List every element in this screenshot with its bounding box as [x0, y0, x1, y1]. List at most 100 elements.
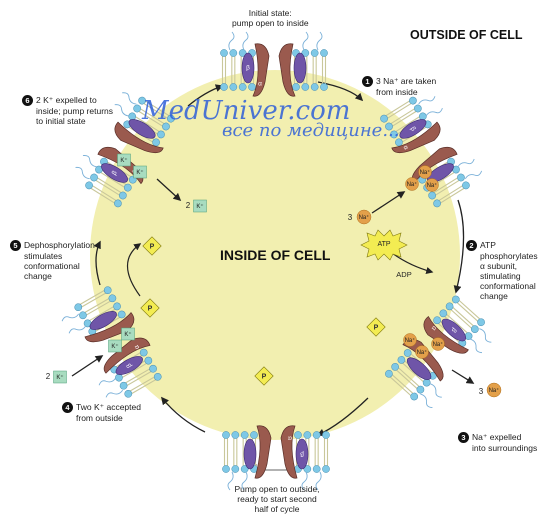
lipid-tail	[446, 313, 468, 334]
atp-burst	[360, 229, 408, 261]
cell-cytoplasm	[90, 70, 460, 440]
na-ion-out-1: Na⁺	[403, 333, 417, 347]
glycocalyx-strand	[122, 92, 137, 105]
k-ion-square	[53, 370, 67, 384]
beta-subunit	[293, 52, 307, 84]
beta-subunit	[115, 356, 143, 375]
step-4-line-2: from outside	[76, 413, 123, 423]
na-ion-circle	[356, 209, 372, 225]
k-ion-incoming: K⁺	[53, 370, 67, 384]
na-ion-label: Na⁺	[489, 387, 500, 394]
k-ion-square	[133, 165, 147, 179]
phosphate-diamond	[140, 298, 160, 318]
glycocalyx-strand	[429, 383, 442, 398]
step-1-line-1: 3 Na⁺ are taken	[376, 76, 437, 86]
step-5-line-4: change	[24, 271, 52, 281]
k-ion-label: K⁺	[56, 374, 63, 381]
lipid-tail	[385, 100, 410, 117]
lipid-tail	[135, 116, 160, 133]
alpha-subunit-left	[252, 43, 270, 97]
na-ion-bound-1: Na⁺	[405, 177, 419, 191]
glycocalyx-strand	[75, 166, 90, 180]
phosphate-label: P	[150, 243, 155, 250]
k-ion-label: K⁺	[196, 203, 203, 210]
lipid-tail	[387, 102, 412, 119]
lipid-tail	[440, 187, 465, 204]
alpha-subunit-left	[423, 315, 469, 354]
lipid-tail	[131, 379, 157, 395]
watermark-tagline: все по медицине...	[222, 120, 400, 141]
lipid-head	[470, 325, 479, 334]
lipid-head	[238, 83, 247, 91]
lipid-tail	[122, 362, 147, 378]
phosphate-diamond	[254, 366, 274, 386]
lipid-tail	[90, 187, 115, 204]
lipid-head	[385, 122, 393, 131]
lipid-head	[320, 83, 328, 91]
glycocalyx-strand	[61, 313, 80, 322]
step-6-line-3: to initial state	[36, 116, 86, 126]
lipid-head	[83, 319, 92, 328]
bottom-caption: Pump open to outside, ready to start sec…	[222, 484, 332, 514]
lipid-head	[428, 191, 436, 200]
lipid-head	[303, 465, 312, 473]
atp-to-adp-arrow	[391, 252, 434, 274]
k-ion-bound-2: K⁺	[108, 339, 122, 353]
lipid-head	[124, 389, 133, 398]
alpha-label: α	[133, 343, 141, 350]
glycocalyx-strand	[242, 31, 249, 51]
step-5-line-3: conformational	[24, 261, 80, 271]
lipid-tail	[438, 185, 463, 202]
na-ion-circle	[415, 345, 429, 359]
lipid-tail	[79, 289, 105, 305]
lipid-head	[95, 165, 103, 174]
na-ion-label: Na⁺	[427, 182, 438, 189]
glycocalyx-strand	[420, 393, 433, 409]
k-ion-bound-4: K⁺	[133, 165, 147, 179]
k-ion-label: K⁺	[120, 157, 127, 164]
lipid-head	[229, 83, 238, 91]
lipid-head	[312, 431, 321, 439]
na-ion-circle	[486, 382, 502, 398]
cycle-arrow-bottom-right	[316, 397, 369, 436]
alpha-subunit-left	[280, 425, 298, 479]
lipid-head	[144, 356, 153, 365]
lipid-head	[303, 431, 312, 439]
lipid-head	[103, 286, 112, 295]
lipid-tail	[81, 292, 107, 308]
lipid-head	[79, 311, 87, 320]
beta-label: β	[125, 362, 133, 369]
glycocalyx-strand	[457, 158, 475, 168]
lipid-tail	[390, 108, 415, 125]
lipid-head	[240, 431, 249, 439]
lipid-tail	[138, 110, 163, 127]
lipid-head	[167, 114, 175, 123]
lipid-tail	[435, 179, 460, 196]
k-ion-bound-3: K⁺	[117, 153, 131, 167]
cycle-arrow-top-right	[317, 81, 364, 102]
alpha-subunit-right	[254, 425, 272, 479]
beta-subunit	[128, 119, 156, 139]
phosphate-step-5: P	[142, 236, 162, 256]
na-ion-label: Na⁺	[417, 349, 428, 356]
lipid-head	[138, 96, 146, 105]
lipid-head	[220, 83, 228, 91]
na-ion-bound-2: Na⁺	[418, 165, 432, 179]
beta-label: β	[246, 65, 250, 72]
beta-subunit	[243, 438, 257, 470]
glycocalyx-strand	[464, 170, 483, 179]
beta-label: β	[300, 450, 304, 457]
lipid-tail	[95, 179, 120, 196]
lipid-head	[391, 362, 400, 371]
lipid-tail	[433, 177, 458, 194]
phosphate-label: P	[148, 305, 153, 312]
step-1-number: 1	[362, 76, 373, 87]
lipid-head	[301, 83, 310, 91]
initial-state-line-2: pump open to inside	[232, 18, 309, 28]
k-ion-released: K⁺	[193, 199, 207, 213]
lipid-head	[162, 122, 170, 131]
lipid-head	[222, 431, 230, 439]
